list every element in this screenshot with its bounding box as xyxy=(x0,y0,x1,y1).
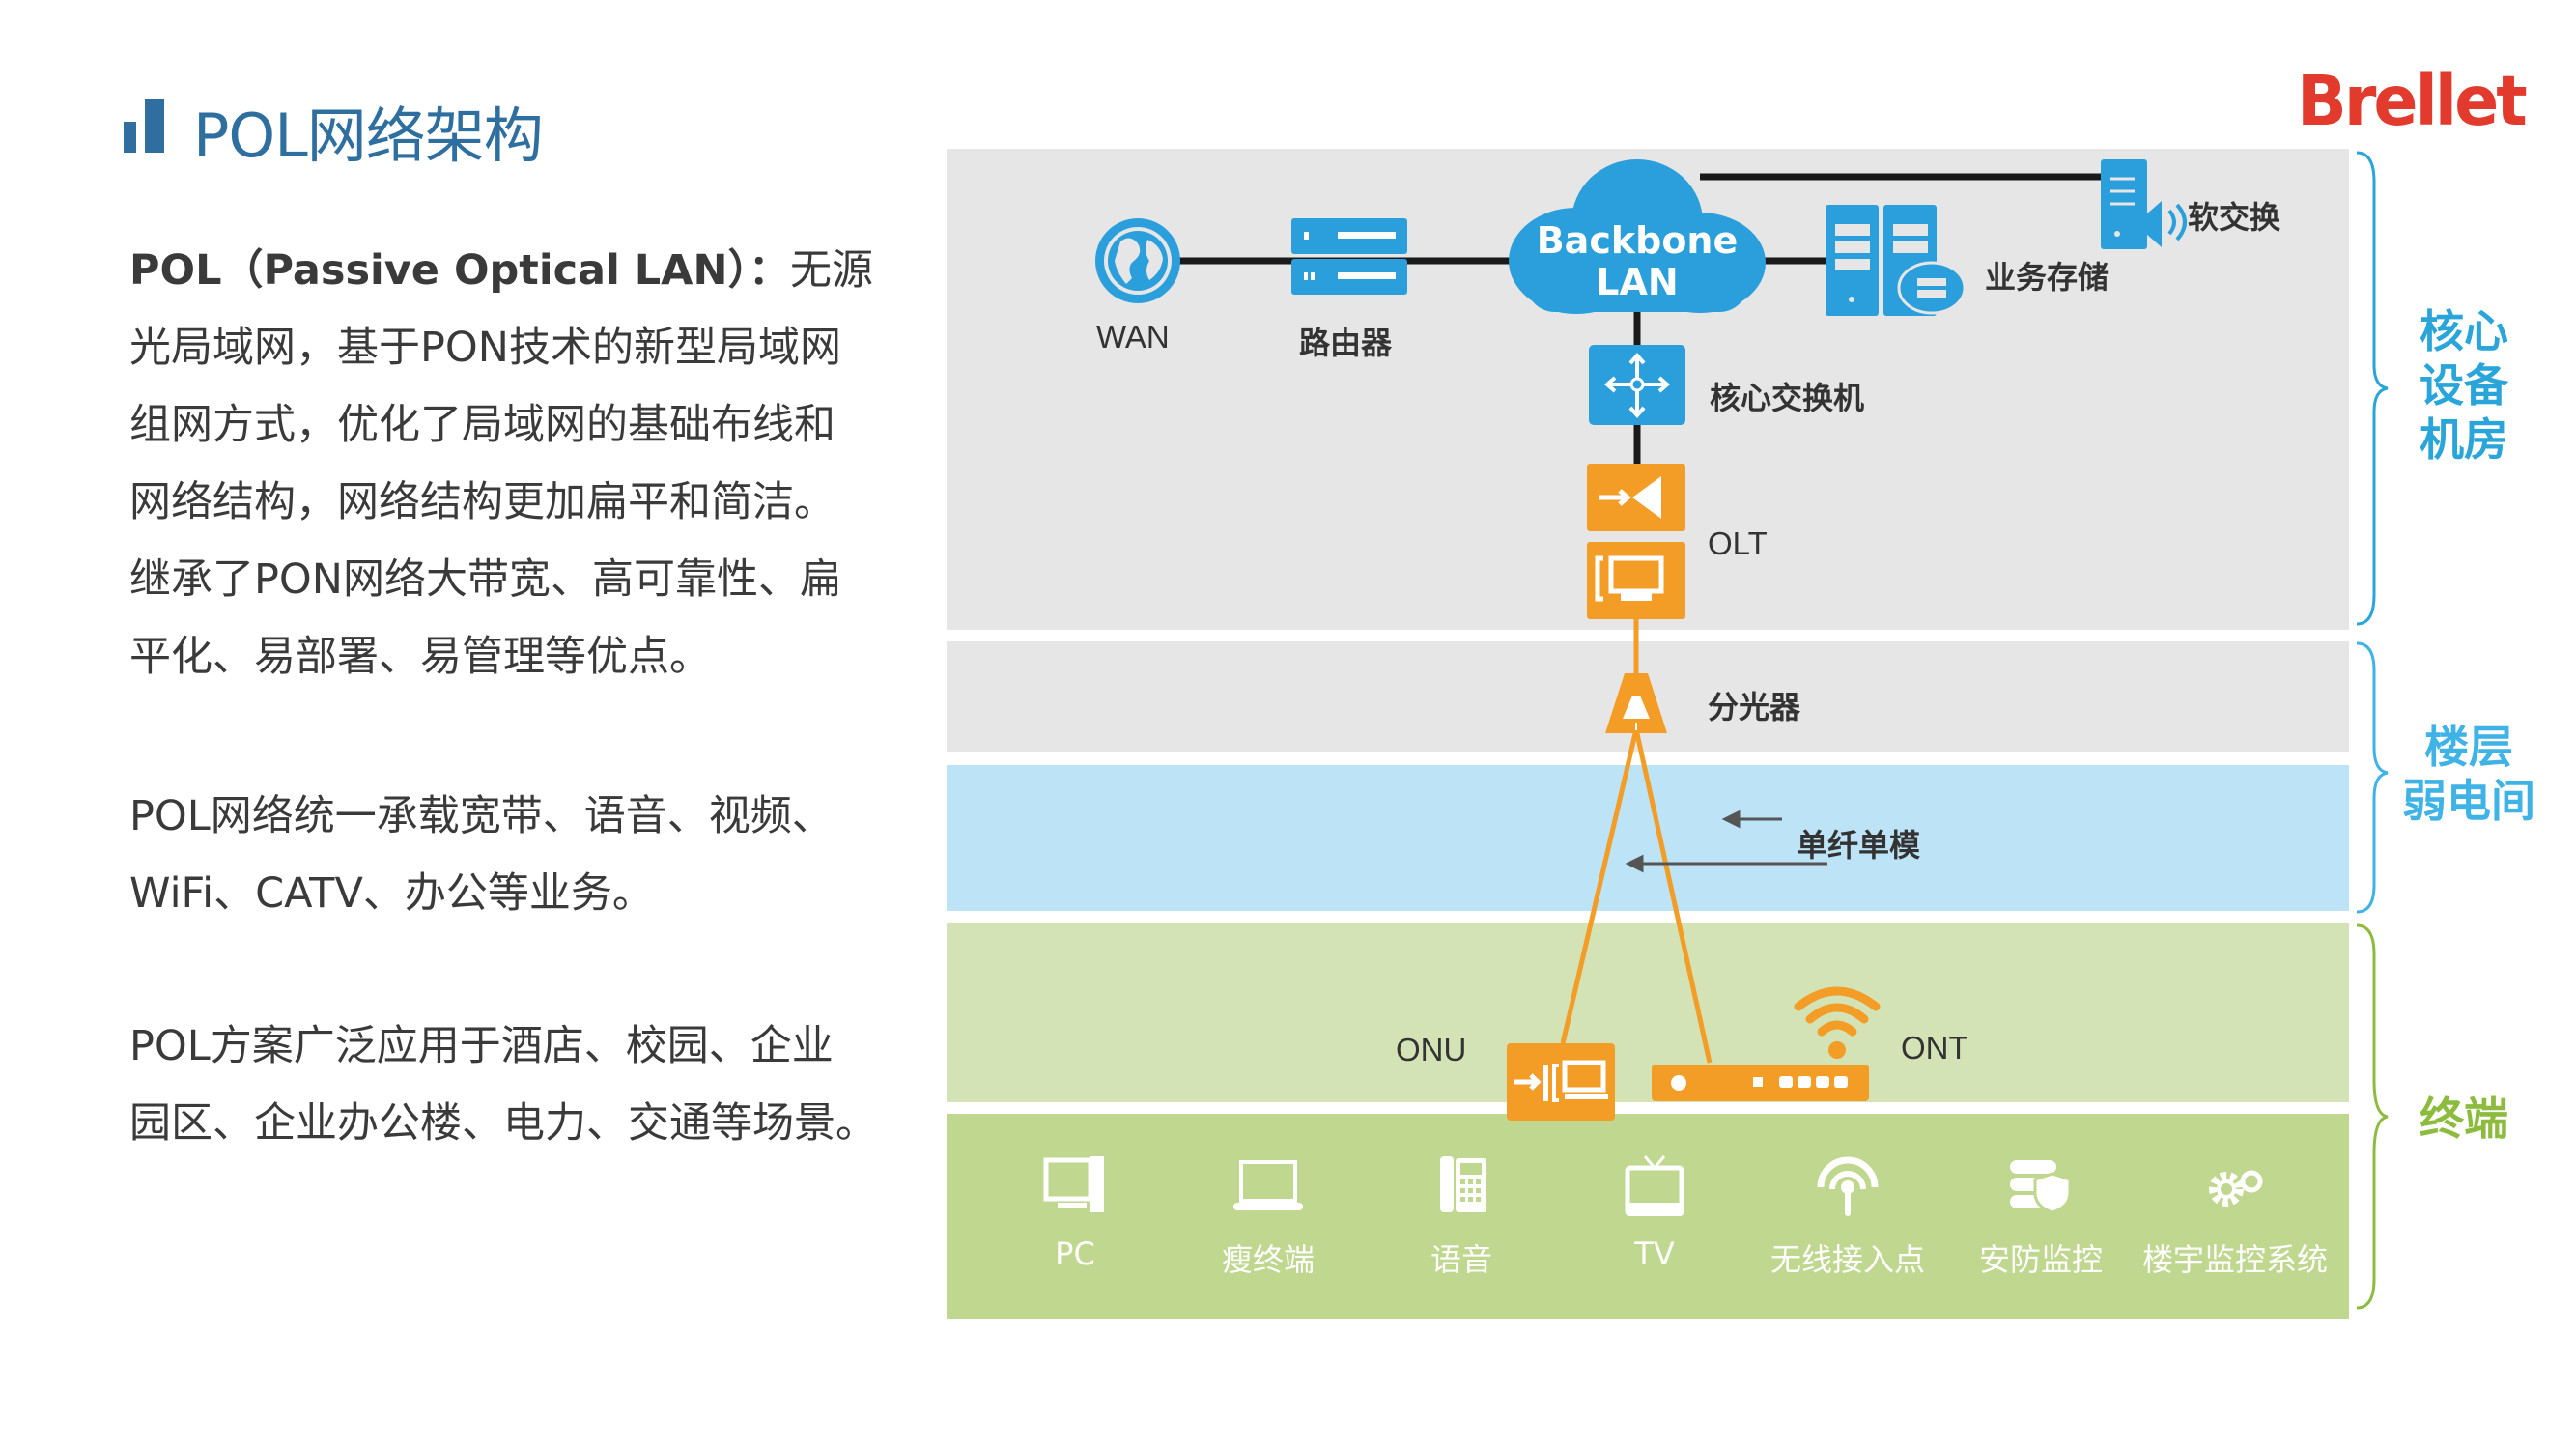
phone-icon xyxy=(1440,1156,1486,1212)
splitter-label: 分光器 xyxy=(1708,689,1801,725)
olt-icon xyxy=(1587,464,1685,619)
intro-paragraph: POL（Passive Optical LAN）：无源 光局域网，基于PON技术… xyxy=(129,232,921,696)
intro-term: POL（Passive Optical LAN）： xyxy=(129,246,790,295)
terminal-label: 瘦终端 xyxy=(1221,1241,1315,1278)
onu-label: ONU xyxy=(1396,1032,1467,1067)
terminal-label: 楼宇监控系统 xyxy=(2142,1241,2329,1278)
scenarios-paragraph: POL方案广泛应用于酒店、校园、企业 园区、企业办公楼、电力、交通等场景。 xyxy=(129,1008,921,1162)
brand-logo: Brellet xyxy=(2297,62,2528,142)
title-bars-icon xyxy=(124,99,172,153)
terminal-band xyxy=(947,1114,2349,1319)
backbone-label-2: LAN xyxy=(1596,261,1678,303)
gears-icon xyxy=(2209,1170,2263,1207)
tv-icon xyxy=(1625,1155,1684,1217)
terminal-label: 语音 xyxy=(1430,1241,1492,1278)
terminal-item-wifi-ap: 无线接入点 xyxy=(1756,1154,1939,1280)
zone-core-line: 核心 xyxy=(2420,305,2508,357)
terminal-item-tv: TV xyxy=(1563,1154,1746,1272)
core-switch-label: 核心交换机 xyxy=(1710,380,1865,416)
terminal-item-security: 安防监控 xyxy=(1949,1154,2133,1280)
cloud-icon xyxy=(1509,159,1766,314)
terminal-item-building-monitor: 楼宇监控系统 xyxy=(2142,1154,2329,1280)
scenarios-line: 园区、企业办公楼、电力、交通等场景。 xyxy=(129,1099,877,1148)
softswitch-label: 软交换 xyxy=(2188,199,2281,236)
ont-icon xyxy=(1652,986,1881,1101)
olt-label: OLT xyxy=(1708,526,1768,561)
wan-label: WAN xyxy=(1096,319,1170,355)
router-label: 路由器 xyxy=(1299,325,1393,361)
pc-icon xyxy=(1043,1156,1104,1212)
terminal-item-thin-client: 瘦终端 xyxy=(1176,1154,1360,1280)
zone-core-line: 机房 xyxy=(2420,413,2508,466)
fiber-splitter-onu xyxy=(1560,728,1639,1044)
core-zone-brace xyxy=(2356,151,2389,626)
zone-floor-line: 弱电间 xyxy=(2402,775,2535,827)
terminal-label: PC xyxy=(1055,1236,1095,1272)
backbone-label-1: Backbone xyxy=(1537,219,1739,262)
thin-client-icon xyxy=(1233,1160,1303,1210)
terminal-label: 无线接入点 xyxy=(1769,1241,1925,1278)
zone-core-label: 核心 设备 机房 xyxy=(2420,304,2508,467)
security-monitor-icon xyxy=(2010,1160,2072,1214)
terminal-item-pc: PC xyxy=(983,1154,1167,1272)
storage-server-icon xyxy=(1826,205,1967,316)
terminal-item-phone: 语音 xyxy=(1370,1154,1553,1280)
intro-line: 平化、易部署、易管理等优点。 xyxy=(129,633,711,681)
wifi-ap-icon xyxy=(1817,1156,1879,1216)
terminal-label: TV xyxy=(1634,1236,1675,1272)
fiber-links xyxy=(1560,618,1713,1064)
floor-zone-brace xyxy=(2356,641,2389,914)
zone-floor-line: 楼层 xyxy=(2424,721,2513,773)
fiber-arrows xyxy=(1625,810,1827,873)
terminal-label: 安防监控 xyxy=(1978,1241,2103,1278)
core-switch-icon xyxy=(1589,345,1685,425)
scenarios-line: POL方案广泛应用于酒店、校园、企业 xyxy=(129,1022,834,1070)
intro-line: 继承了PON网络大带宽、高可靠性、扁 xyxy=(129,555,841,604)
zone-terminal-line: 终端 xyxy=(2420,1093,2508,1145)
router-icon xyxy=(1291,218,1407,295)
zone-terminal-label: 终端 xyxy=(2420,1092,2508,1146)
globe-icon xyxy=(1095,218,1180,303)
services-line: WiFi、CATV、办公等业务。 xyxy=(129,869,654,918)
fiber-splitter-ont xyxy=(1633,728,1713,1064)
ont-label: ONT xyxy=(1901,1030,1968,1065)
zone-floor-label: 楼层 弱电间 xyxy=(2402,720,2535,828)
onu-icon xyxy=(1507,1043,1615,1121)
page-title: POL网络架构 xyxy=(193,100,544,171)
ont-band xyxy=(947,923,2349,1102)
services-line: POL网络统一承载宽带、语音、视频、 xyxy=(129,792,834,840)
intro-line: 无源 xyxy=(789,246,873,295)
softswitch-icon xyxy=(2101,159,2187,249)
terminal-list: PC 瘦终端 语音 TV 无线接入点 安防监控 楼宇监控系统 xyxy=(947,1154,2349,1299)
storage-label: 业务存储 xyxy=(1985,259,2109,296)
terminal-zone-brace xyxy=(2356,923,2389,1310)
intro-line: 网络结构，网络结构更加扁平和简洁。 xyxy=(129,478,835,526)
intro-line: 光局域网，基于PON技术的新型局域网 xyxy=(129,324,841,372)
fiber-label: 单纤单模 xyxy=(1797,827,1921,864)
splitter-icon xyxy=(1605,673,1667,733)
services-paragraph: POL网络统一承载宽带、语音、视频、 WiFi、CATV、办公等业务。 xyxy=(129,778,921,932)
intro-line: 组网方式，优化了局域网的基础布线和 xyxy=(129,401,835,449)
zone-core-line: 设备 xyxy=(2420,359,2508,412)
